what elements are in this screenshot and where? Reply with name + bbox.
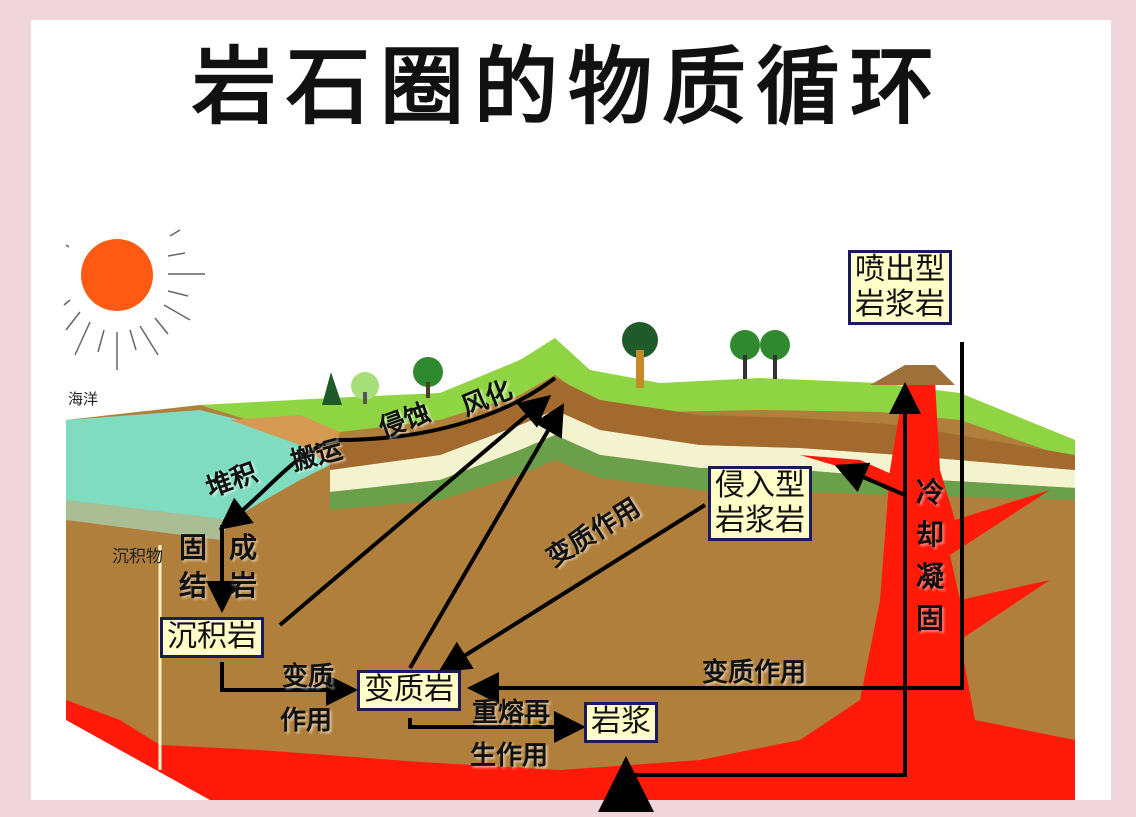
extrusive-line-2: 岩浆岩 (855, 286, 945, 322)
metamorphism-label-1b: 作用 (280, 706, 333, 736)
consolidation-left-2: 结 (178, 569, 207, 602)
page-title: 岩石圈的物质循环 (191, 37, 944, 136)
metamorphic-rock-box: 变质岩 (357, 670, 461, 711)
sedimentary-rock-box: 沉积岩 (160, 617, 264, 658)
intrusive-line-2: 岩浆岩 (715, 502, 805, 538)
cooling-label-4: 固 (915, 602, 944, 635)
consolidation-right-2: 岩 (228, 569, 257, 602)
tree-icon (730, 330, 760, 379)
metamorphism-bottom-label: 变质作用 (702, 658, 807, 688)
remelt-label-2: 生作用 (470, 741, 549, 771)
metamorphism-label-1a: 变质 (282, 662, 335, 692)
extrusive-line-1: 喷出型 (855, 252, 945, 287)
cooling-label-2: 却 (915, 518, 944, 551)
tree-icon (622, 322, 658, 388)
cooling-label-3: 凝 (915, 560, 944, 593)
ocean-label: 海洋 (68, 390, 99, 408)
consolidation-left-1: 固 (178, 531, 207, 564)
tree-icon (322, 372, 342, 405)
tree-icon (760, 330, 790, 379)
sun-icon (63, 229, 205, 370)
consolidation-right-1: 成 (228, 531, 257, 564)
extrusive-igneous-box: 喷出型 岩浆岩 (848, 250, 952, 325)
cooling-label-1: 冷 (915, 476, 944, 509)
magma-box: 岩浆 (584, 702, 658, 743)
intrusive-igneous-box: 侵入型 岩浆岩 (708, 466, 812, 541)
remelt-label-1: 重熔再 (472, 698, 551, 728)
sediment-label: 沉积物 (112, 547, 163, 567)
intrusive-line-1: 侵入型 (715, 468, 805, 503)
tree-icon (413, 357, 443, 398)
tree-icon (351, 372, 379, 404)
